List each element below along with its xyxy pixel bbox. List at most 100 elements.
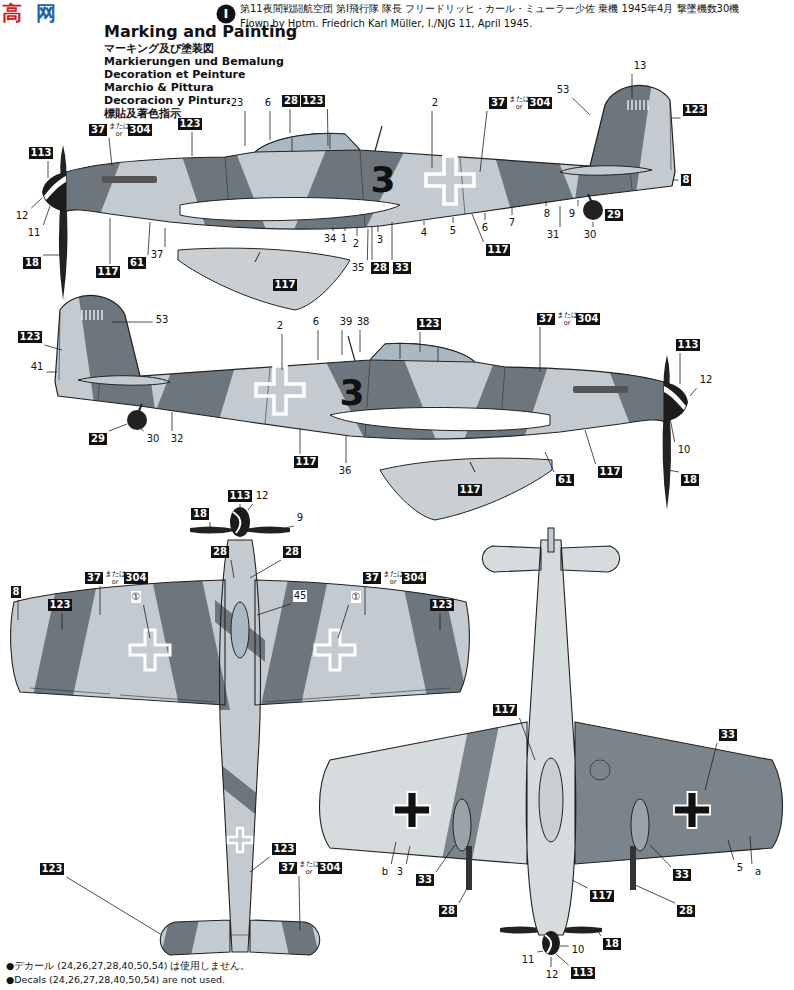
paint-code-box: 18 — [23, 257, 41, 269]
paint-code: 304 — [578, 313, 599, 324]
leader-line — [424, 221, 425, 225]
paint-code: 123 — [274, 843, 295, 854]
leader-line — [650, 845, 671, 867]
paint-code-box: 117 — [273, 279, 298, 291]
paint-code-box: 28 — [283, 546, 301, 558]
leader-line — [551, 957, 552, 967]
paint-code-box: 37 — [85, 572, 103, 584]
paint-code: 117 — [488, 244, 509, 255]
leader-line — [480, 111, 487, 172]
or-text: or — [306, 868, 313, 876]
paint-code: 29 — [607, 209, 621, 220]
paint-code: 304 — [320, 862, 341, 873]
leader-line — [43, 206, 50, 225]
title-text: Flown by Hptm. Friedrich Karl Müller, I.… — [240, 18, 532, 30]
paint-code: 28 — [679, 905, 693, 916]
leader-line — [546, 201, 547, 206]
paint-code-box: 117 — [493, 704, 518, 716]
callout-number: 11 — [27, 227, 42, 239]
callout-number: 9 — [296, 512, 304, 524]
paint-code: 33 — [395, 262, 409, 273]
leader-line — [327, 109, 329, 146]
paint-code: 37 — [91, 124, 105, 135]
paint-code-box: 304 — [576, 313, 601, 325]
leader-line — [345, 227, 346, 231]
leader-line — [110, 218, 111, 264]
paint-code: 117 — [592, 890, 613, 901]
leader-line — [391, 842, 396, 864]
paint-code: 123 — [50, 599, 71, 610]
or-text: or — [116, 130, 123, 138]
leader-line — [392, 222, 393, 260]
leader-line — [593, 222, 594, 227]
callout-number: 13 — [633, 60, 648, 72]
leader-line — [635, 885, 675, 903]
paint-code: 18 — [193, 508, 207, 519]
aircraft-number: 3 — [370, 162, 395, 198]
paint-code: 123 — [685, 104, 706, 115]
paint-code: 37 — [87, 572, 101, 583]
leader-line — [165, 228, 166, 247]
leader-line — [338, 605, 349, 638]
leader-line — [690, 388, 697, 396]
leader-line — [257, 604, 291, 615]
paint-code: 8 — [683, 174, 690, 185]
leader-line — [372, 226, 373, 260]
leader-line — [560, 946, 569, 947]
callout-number: 53 — [556, 84, 571, 96]
leader-line — [112, 322, 153, 323]
note-text: ●Decals (24,26,27,28,40,50,54) are not u… — [6, 974, 225, 985]
paint-code: 61 — [130, 257, 144, 268]
leader-line — [673, 180, 679, 181]
leader-line — [300, 428, 301, 454]
leader-line — [572, 880, 588, 888]
leader-line — [240, 504, 241, 507]
paint-code: 117 — [495, 704, 516, 715]
callout-number: 10 — [571, 944, 586, 956]
leader-line — [248, 504, 253, 510]
callout-number: 23 — [230, 97, 245, 109]
leader-line — [346, 436, 347, 463]
leader-line — [537, 951, 543, 952]
paint-code: 28 — [373, 262, 387, 273]
paint-code: 123 — [303, 95, 324, 106]
paint-code-box: 113 — [228, 490, 253, 502]
callout-number: 6 — [264, 97, 272, 109]
callout-number: 39 — [339, 316, 354, 328]
paint-code-box: 123 — [18, 331, 43, 343]
leader-line — [245, 111, 246, 146]
leader-line — [365, 586, 366, 615]
callout-number: ① — [131, 591, 142, 603]
leader-line — [109, 138, 112, 166]
callout-number: 11 — [521, 954, 536, 966]
paint-code-box: 37 — [363, 572, 381, 584]
paint-code-box: 117 — [294, 456, 319, 468]
leader-line — [100, 586, 101, 615]
paint-code: 28 — [285, 546, 299, 557]
paint-code: 113 — [31, 147, 52, 158]
callout-number: b — [381, 866, 389, 878]
callout-number: 5 — [449, 225, 457, 237]
paint-code: 304 — [530, 97, 551, 108]
paint-code-box: 28 — [211, 546, 229, 558]
callout-number: 9 — [568, 208, 576, 220]
paint-code: 29 — [91, 433, 105, 444]
or-text: または — [509, 95, 530, 103]
paint-code: 33 — [721, 729, 735, 740]
leader-line — [459, 885, 469, 903]
callout-number: 2 — [276, 320, 284, 332]
callout-number: 30 — [146, 433, 161, 445]
leader-line — [705, 743, 717, 790]
leader-line — [192, 132, 193, 156]
leader-line — [66, 877, 162, 935]
callout-number: 12 — [545, 969, 560, 981]
paint-code-box: 28 — [282, 95, 300, 107]
watermark: 高 — [2, 1, 22, 25]
leader-line — [560, 206, 561, 227]
leader-line — [333, 227, 334, 231]
leader-line — [378, 225, 379, 232]
leader-line — [172, 412, 173, 431]
paint-code-box: 28 — [677, 905, 695, 917]
